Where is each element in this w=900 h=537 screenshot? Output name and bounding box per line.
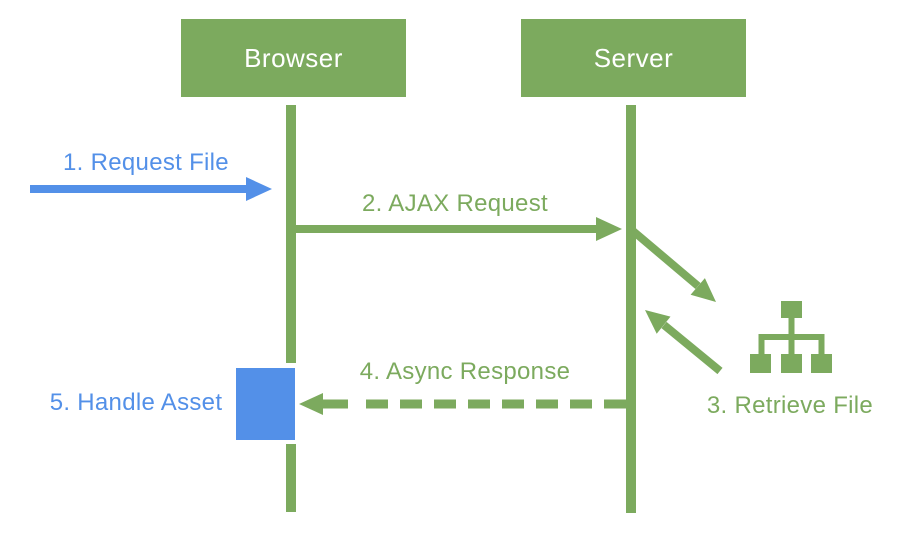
async-response-arrow: [299, 393, 626, 415]
actor-server-label: Server: [593, 42, 674, 73]
retrieve-file-arrow: [645, 310, 723, 375]
sitemap-icon: [750, 301, 832, 373]
ajax-request-arrow: [295, 217, 622, 241]
step1-label: 1. Request File: [63, 149, 229, 176]
actor-box-browser: Browser: [181, 19, 406, 97]
request-file-arrow: [30, 177, 272, 201]
browser-lifeline-lower: [286, 444, 296, 512]
step2-label: 2. AJAX Request: [362, 190, 548, 217]
actor-box-server: Server: [521, 19, 746, 97]
actor-browser-label: Browser: [244, 42, 343, 73]
browser-lifeline-upper: [286, 105, 296, 363]
activation-box: [236, 368, 295, 440]
step4-label: 4. Async Response: [359, 358, 571, 385]
server-to-files-arrow: [630, 227, 716, 302]
step3-label: 3. Retrieve File: [706, 392, 874, 419]
step5-label: 5. Handle Asset: [49, 389, 223, 416]
server-lifeline: [626, 105, 636, 513]
